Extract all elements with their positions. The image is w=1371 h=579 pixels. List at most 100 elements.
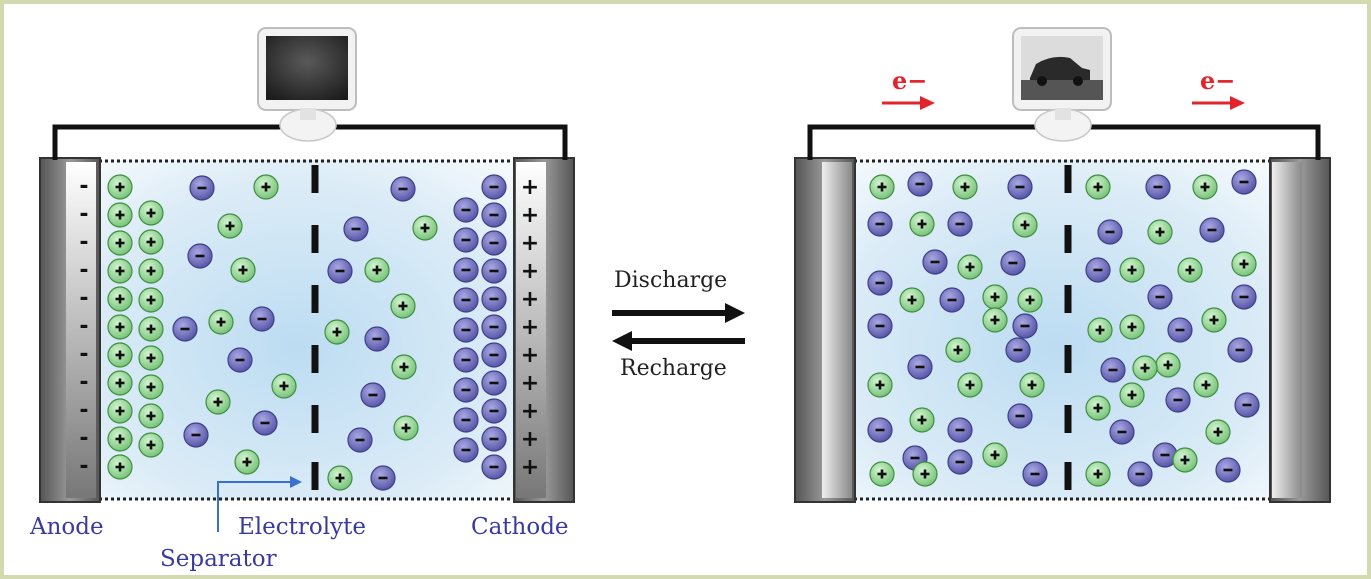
monitor-with-car-icon: [1012, 27, 1112, 142]
anode-charge-sign: -: [79, 426, 88, 451]
anion: [1127, 461, 1153, 487]
cation: [982, 307, 1008, 333]
separator-label: Separator: [160, 546, 277, 572]
anode-charge-sign: -: [79, 286, 88, 311]
cation: [957, 254, 983, 280]
anion: [1000, 250, 1026, 276]
cation: [867, 372, 893, 398]
cation: [1155, 352, 1181, 378]
anion: [867, 313, 893, 339]
cation: [138, 316, 164, 342]
cation: [1119, 382, 1145, 408]
cation: [138, 374, 164, 400]
electron-label-left: e−: [892, 66, 928, 95]
cation: [107, 454, 133, 480]
anion: [343, 216, 369, 242]
cation: [107, 230, 133, 256]
cation: [952, 174, 978, 200]
cation: [957, 372, 983, 398]
anion: [453, 437, 479, 463]
cathode-charge-sign: +: [521, 455, 539, 480]
cation: [271, 373, 297, 399]
anion: [453, 197, 479, 223]
anion: [481, 258, 507, 284]
cation: [1019, 372, 1045, 398]
recharge-label: Recharge: [620, 356, 727, 381]
anion: [187, 243, 213, 269]
cathode-inner: [516, 162, 546, 498]
cation: [138, 432, 164, 458]
anion: [347, 427, 373, 453]
anion: [1145, 174, 1171, 200]
cation: [899, 287, 925, 313]
cation: [138, 287, 164, 313]
cation: [869, 174, 895, 200]
anion: [481, 398, 507, 424]
anion: [1007, 403, 1033, 429]
anion: [453, 257, 479, 283]
anion: [1227, 337, 1253, 363]
anion: [481, 286, 507, 312]
electron-arrow-right: [1192, 96, 1245, 110]
anion: [453, 407, 479, 433]
anion: [1100, 357, 1126, 383]
cation: [217, 213, 243, 239]
anion: [1231, 284, 1257, 310]
anion: [481, 174, 507, 200]
cation: [982, 284, 1008, 310]
cation: [107, 314, 133, 340]
anion: [867, 270, 893, 296]
anode-charge-sign: -: [79, 202, 88, 227]
cation: [107, 370, 133, 396]
cation: [909, 211, 935, 237]
cation: [1085, 174, 1111, 200]
anion: [922, 249, 948, 275]
anode-charge-sign: -: [79, 174, 88, 199]
cation: [1177, 257, 1203, 283]
cation: [1147, 219, 1173, 245]
cation: [1012, 212, 1038, 238]
anion: [327, 258, 353, 284]
cation: [1132, 355, 1158, 381]
electrolyte-label: Electrolyte: [238, 514, 366, 540]
anion: [1022, 461, 1048, 487]
right-anode-inner: [822, 162, 852, 498]
anion: [939, 287, 965, 313]
anion: [1109, 419, 1135, 445]
anion: [252, 410, 278, 436]
cation: [107, 342, 133, 368]
cation: [107, 286, 133, 312]
anion: [947, 211, 973, 237]
cation: [138, 403, 164, 429]
cathode-charge-sign: +: [521, 287, 539, 312]
anion: [1215, 457, 1241, 483]
anion: [1007, 174, 1033, 200]
anion: [453, 287, 479, 313]
anion: [481, 370, 507, 396]
electron-label-right: e−: [1200, 66, 1236, 95]
anion: [183, 422, 209, 448]
electron-arrow-left: [882, 96, 935, 110]
anion: [227, 347, 253, 373]
anion: [907, 171, 933, 197]
cation: [1119, 314, 1145, 340]
anion: [189, 175, 215, 201]
right-cell: [794, 124, 1331, 503]
anion: [172, 316, 198, 342]
cation: [364, 257, 390, 283]
cathode-charge-sign: +: [521, 343, 539, 368]
anion: [907, 354, 933, 380]
anion: [947, 417, 973, 443]
cation: [412, 215, 438, 241]
cation: [230, 257, 256, 283]
cation: [138, 229, 164, 255]
anion: [481, 202, 507, 228]
anode-inner: [66, 162, 96, 498]
anion: [1012, 313, 1038, 339]
cation: [1119, 257, 1145, 283]
anion: [360, 382, 386, 408]
cathode-charge-sign: +: [521, 315, 539, 340]
anion: [867, 211, 893, 237]
cation: [1087, 317, 1113, 343]
cation: [909, 407, 935, 433]
